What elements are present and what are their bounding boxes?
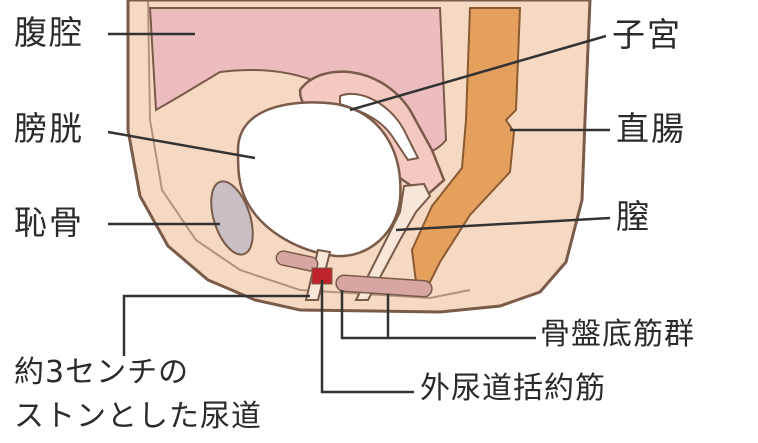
- label-uterus: 子宮: [612, 18, 682, 51]
- label-pubic-bone: 恥骨: [14, 206, 84, 239]
- label-urethra-line2: ストンとした尿道: [14, 402, 262, 432]
- label-rectum: 直腸: [616, 112, 686, 145]
- label-external-urethral-sphincter: 外尿道括約筋: [420, 374, 606, 404]
- label-bladder: 膀胱: [14, 112, 84, 145]
- label-abdominal-cavity: 腹腔: [14, 16, 84, 49]
- label-vagina: 膣: [616, 200, 651, 233]
- label-pelvic-floor-muscles: 骨盤底筋群: [540, 320, 695, 350]
- label-urethra-line1: 約3センチの: [14, 358, 189, 388]
